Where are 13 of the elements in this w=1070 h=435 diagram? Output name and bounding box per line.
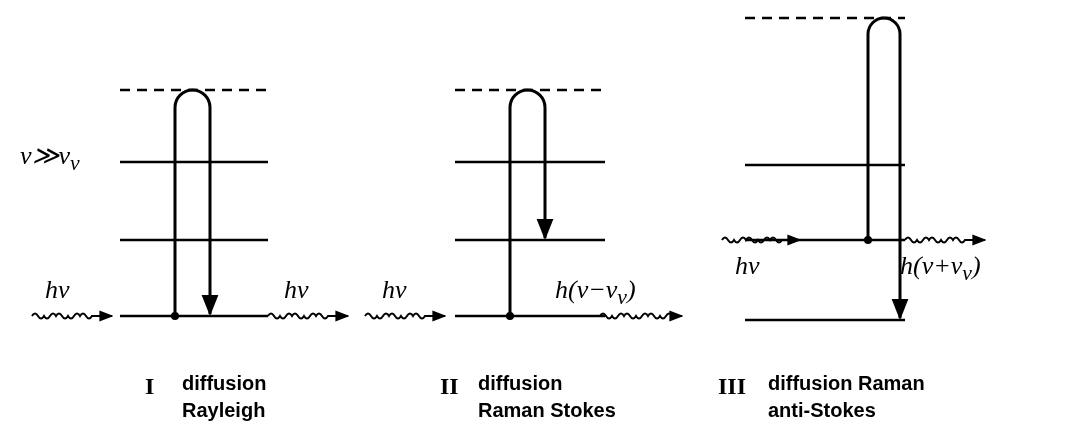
photon-label: hν	[45, 276, 70, 305]
panel-caption: diffusion Raman Stokes	[478, 371, 617, 423]
photon-label: hν	[284, 276, 309, 305]
panel-number: III	[718, 373, 747, 400]
panel-caption: diffusion Raman anti-Stokes	[768, 371, 926, 423]
panel-number: I	[145, 373, 155, 400]
panel-number: II	[440, 373, 459, 400]
photon-label: hν	[382, 276, 407, 305]
panel-caption: diffusion Rayleigh	[182, 371, 268, 423]
photon-label: h(ν−ν$_{v}$)	[555, 276, 636, 310]
photon-label: h(ν+ν$_{v}$)	[900, 252, 981, 286]
energy-level-label: ν≫ν$_{v}$	[20, 142, 80, 176]
photon-label: hν	[735, 252, 760, 281]
